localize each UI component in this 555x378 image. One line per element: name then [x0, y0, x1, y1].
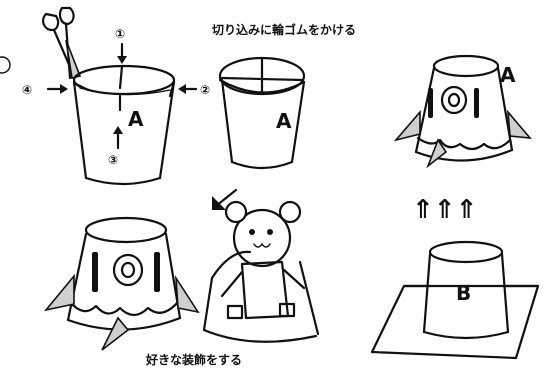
label-a-cup2: A [276, 109, 292, 133]
bear-decoration [202, 200, 320, 343]
cup-with-cross-cut [218, 56, 306, 170]
up-arrows-icon: ⇑⇑⇑ [412, 195, 477, 225]
rocket-top [393, 54, 532, 169]
cup-with-cuts [0, 6, 198, 186]
caption-bottom: 好きな装飾をする [145, 352, 242, 367]
callout-1: ① [115, 27, 125, 41]
label-b: B [456, 281, 471, 305]
scissors-icon [42, 6, 82, 80]
label-a-cup1: A [128, 107, 144, 131]
callout-4: ④ [22, 83, 32, 97]
label-a-rocket: A [500, 63, 516, 87]
caption-top: 切り込みに輪ゴムをかける [212, 22, 356, 37]
cup-b-on-base [370, 240, 540, 360]
diagonal-arrow-icon [212, 188, 238, 210]
callout-2: ② [200, 83, 210, 97]
rocket-bottom [43, 216, 200, 351]
callout-3: ③ [108, 153, 118, 167]
